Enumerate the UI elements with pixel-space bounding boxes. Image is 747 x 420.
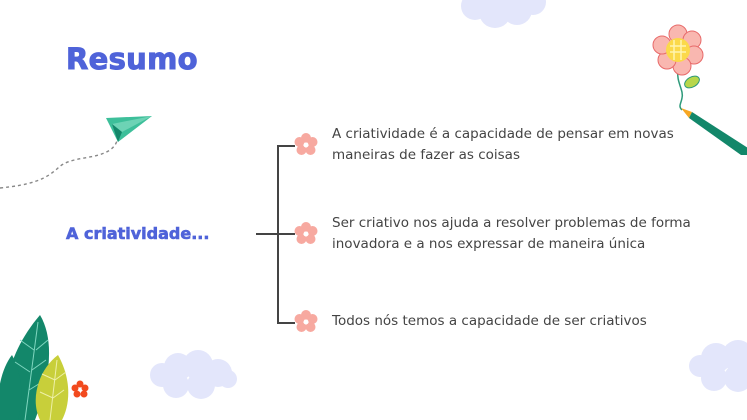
summary-item-line: A criatividade é a capacidade de pensar … <box>332 126 674 142</box>
connector-branch <box>277 145 295 147</box>
leaves-illustration <box>0 315 89 420</box>
summary-item-line: maneiras de fazer as coisas <box>332 147 520 163</box>
pencil-flower-illustration <box>652 24 747 155</box>
flower-bullet-icon <box>294 310 318 332</box>
summary-item: A criatividade é a capacidade de pensar … <box>332 124 674 166</box>
slide-title: Resumo <box>66 42 199 77</box>
connector-branch <box>277 233 295 235</box>
connector-main <box>256 233 278 235</box>
connector-branch <box>277 322 295 324</box>
cloud-icon <box>150 350 237 399</box>
cloud-icon <box>689 340 747 392</box>
summary-item-line: Todos nós temos a capacidade de ser cria… <box>332 313 647 329</box>
flower-bullet-icon <box>294 222 318 244</box>
summary-item: Todos nós temos a capacidade de ser cria… <box>332 311 647 332</box>
summary-item: Ser criativo nos ajuda a resolver proble… <box>332 213 691 255</box>
summary-item-line: inovadora e a nos expressar de maneira ú… <box>332 236 646 252</box>
paper-plane-icon <box>0 116 152 189</box>
cloud-icon <box>461 0 546 28</box>
flower-bullet-icon <box>294 133 318 155</box>
topic-label: A criatividade... <box>66 224 210 244</box>
summary-item-line: Ser criativo nos ajuda a resolver proble… <box>332 215 691 231</box>
